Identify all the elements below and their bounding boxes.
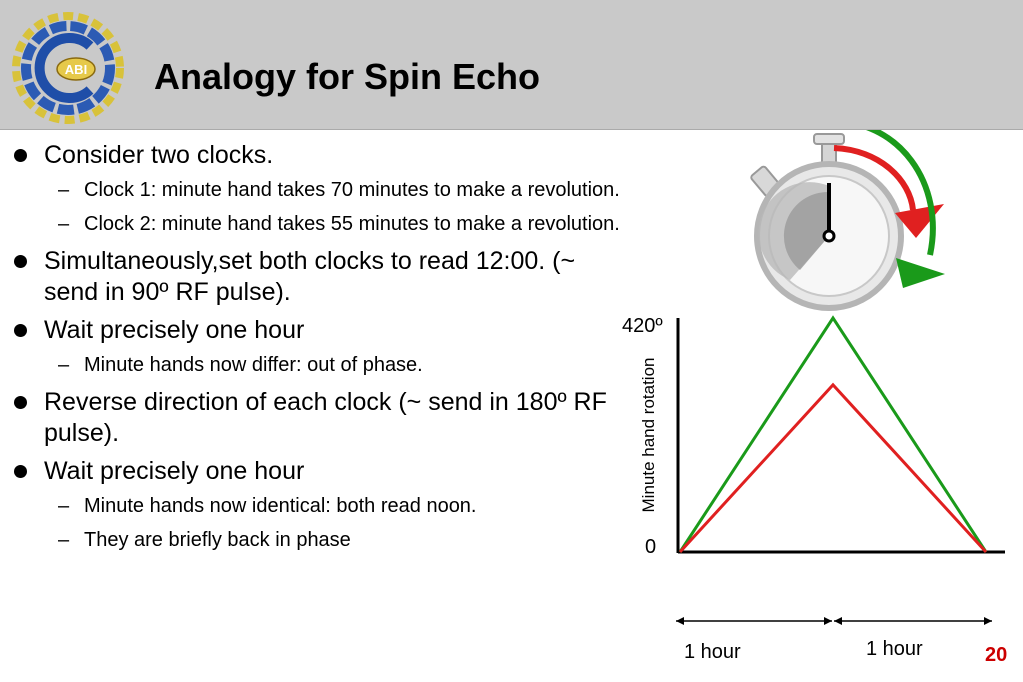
sub-bullet-item: –They are briefly back in phase bbox=[58, 529, 351, 551]
series-line-clock1 bbox=[678, 315, 988, 553]
bullet-item: Simultaneously,set both clocks to read 1… bbox=[14, 246, 584, 308]
sub-bullet-item: –Minute hands now differ: out of phase. bbox=[58, 354, 423, 376]
sub-bullet-item: –Clock 1: minute hand takes 70 minutes t… bbox=[58, 179, 620, 201]
y-tick-label-zero: 0 bbox=[645, 536, 656, 558]
duration-arrow bbox=[676, 617, 992, 625]
bullet-item: Wait precisely one hour bbox=[14, 315, 634, 346]
bullet-dot-icon bbox=[14, 396, 27, 409]
bullet-dot-icon bbox=[14, 149, 27, 162]
slide-title: Analogy for Spin Echo bbox=[154, 56, 541, 97]
y-tick-label-top: 420º bbox=[622, 315, 663, 337]
header-bar: ABI Analogy for Spin Echo bbox=[0, 0, 1023, 130]
sub-bullet-item: –Clock 2: minute hand takes 55 minutes t… bbox=[58, 213, 620, 235]
x-label-first-hour: 1 hour bbox=[684, 641, 741, 663]
logo-text: ABI bbox=[65, 62, 87, 77]
cabi-logo: ABI bbox=[12, 12, 124, 124]
bullet-dot-icon bbox=[14, 324, 27, 337]
bullet-list: Consider two clocks. –Clock 1: minute ha… bbox=[14, 140, 634, 562]
bullet-dot-icon bbox=[14, 255, 27, 268]
y-axis-label: Minute hand rotation bbox=[639, 358, 658, 513]
bullet-dot-icon bbox=[14, 465, 27, 478]
sub-bullet-item: –Minute hands now identical: both read n… bbox=[58, 495, 477, 517]
x-label-second-hour: 1 hour bbox=[866, 638, 923, 660]
spin-echo-graph: 420º 0 Minute hand rotation 1 hour 1 hou… bbox=[622, 130, 1005, 663]
bullet-item: Consider two clocks. bbox=[14, 140, 634, 171]
stopwatch-icon bbox=[750, 133, 904, 311]
page-number: 20 bbox=[985, 644, 1008, 666]
bullet-item: Wait precisely one hour bbox=[14, 456, 634, 487]
clock1-arrow-icon bbox=[865, 130, 936, 256]
series-line-clock2 bbox=[678, 382, 988, 554]
clock2-arrow-icon bbox=[833, 145, 916, 211]
bullet-item: Reverse direction of each clock (~ send … bbox=[14, 387, 624, 449]
